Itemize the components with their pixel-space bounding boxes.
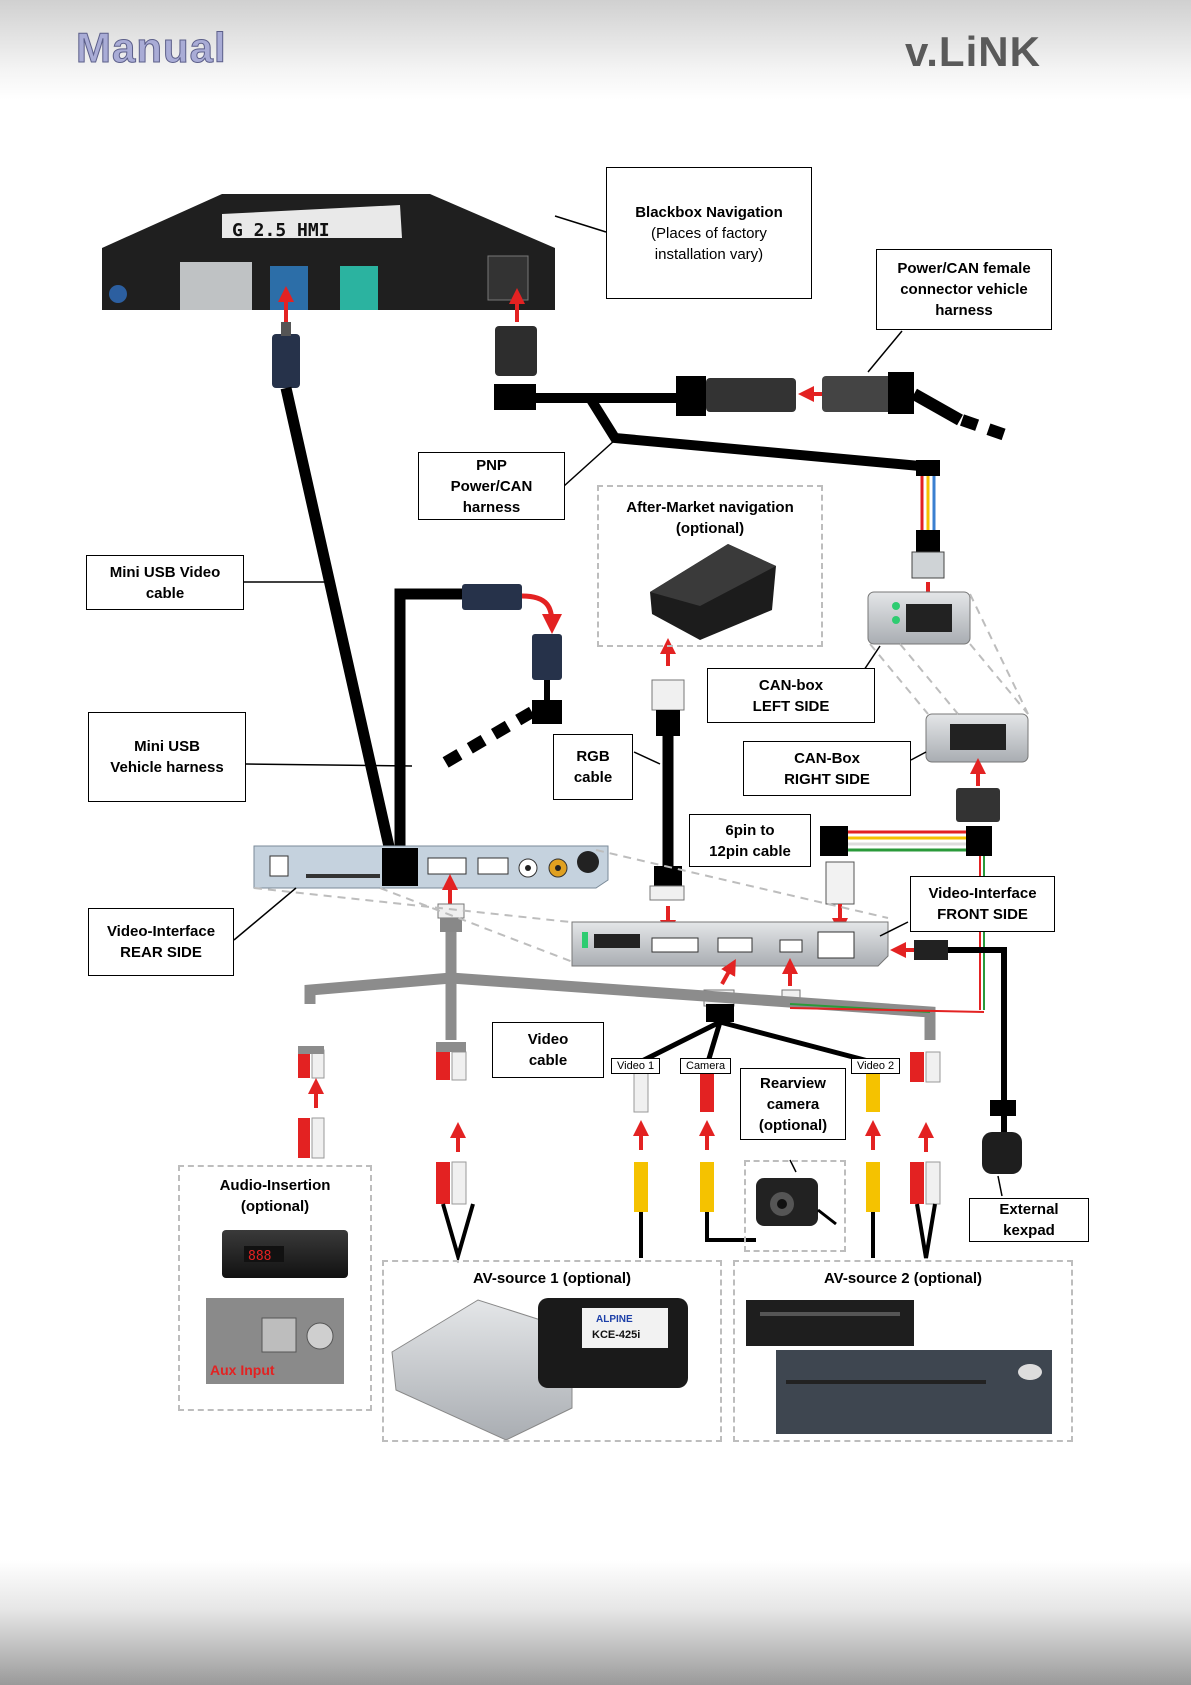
rca-camera-male	[700, 1162, 756, 1242]
video-interface-rear-photo	[253, 845, 609, 889]
av-source-2-box: AV-source 2 (optional)	[733, 1260, 1073, 1442]
canbox-left-label: CAN-box LEFT SIDE	[707, 668, 875, 723]
rca-video2-female	[866, 1064, 880, 1112]
blackbox-navigation-label: Blackbox Navigation (Places of factory i…	[606, 167, 812, 299]
aux-input-label: Aux Input	[210, 1362, 275, 1378]
aftermarket-nav-device	[650, 544, 776, 640]
rca-audio-insert-female	[298, 1046, 325, 1079]
pnp-harness-label: PNP Power/CAN harness	[418, 452, 565, 520]
rgb-cable-label: RGB cable	[553, 734, 633, 800]
rca-av2-audio-male	[910, 1161, 941, 1259]
av-source-2-title: AV-source 2 (optional)	[823, 1270, 983, 1287]
alpine-model-text: KCE-425i	[592, 1329, 640, 1341]
rca-av1-audio-female	[436, 1042, 467, 1081]
canbox-right-label: CAN-Box RIGHT SIDE	[743, 741, 911, 796]
aftermarket-nav-title: After-Market navigation (optional)	[626, 499, 794, 537]
rearview-camera-label: Rearview camera (optional)	[740, 1068, 846, 1140]
footer-band	[0, 1560, 1191, 1685]
av-source-2-photo	[746, 1300, 1052, 1434]
rca-av2-audio-female	[910, 1051, 941, 1083]
canbox-right-photo	[925, 713, 1029, 763]
video-interface-rear-label: Video-Interface REAR SIDE	[88, 908, 234, 976]
aftermarket-nav-box: After-Market navigation (optional)	[597, 485, 823, 647]
rearview-camera-photo	[756, 1178, 837, 1226]
rca-av1-audio-male	[436, 1161, 475, 1264]
amp-display-text: 888	[248, 1249, 271, 1264]
av-source-1-box: AV-source 1 (optional)	[382, 1260, 722, 1442]
aux-input-photo	[206, 1298, 344, 1384]
mini-usb-video-label: Mini USB Video cable	[86, 555, 244, 610]
rca-video1-male	[634, 1162, 648, 1258]
power-can-female-label: Power/CAN female connector vehicle harne…	[876, 249, 1052, 330]
video1-tag: Video 1	[611, 1058, 661, 1074]
audio-insertion-box: Audio-Insertion (optional)	[178, 1165, 372, 1411]
blackbox-subtitle: (Places of factory installation vary)	[651, 224, 767, 263]
av-source-1-photo: ALPINE KCE-425i	[391, 1298, 688, 1441]
mini-usb-vehicle-label: Mini USB Vehicle harness	[88, 712, 246, 802]
video-cable-label: Video cable	[492, 1022, 604, 1078]
brand-logo: v.LiNK	[905, 28, 1041, 75]
av-source-1-title: AV-source 1 (optional)	[472, 1270, 632, 1287]
header-band	[0, 0, 1191, 100]
rca-audio-insert-male	[298, 1117, 325, 1159]
six-pin-cable-label: 6pin to 12pin cable	[689, 814, 811, 867]
external-keypad-label: External kexpad	[969, 1198, 1089, 1242]
alpine-brand-text: ALPINE	[596, 1314, 633, 1325]
camera-tag: Camera	[680, 1058, 732, 1074]
canbox-left-photo	[867, 591, 971, 645]
rca-camera-female	[700, 1064, 714, 1112]
audio-amp-photo: 888	[222, 1230, 348, 1278]
audio-insertion-title: Audio-Insertion (optional)	[219, 1177, 331, 1215]
video-interface-front-label: Video-Interface FRONT SIDE	[910, 876, 1055, 932]
blackbox-navigation-unit: G 2.5 HMI	[102, 194, 555, 310]
rearview-camera-box	[744, 1160, 846, 1252]
video-interface-front-photo	[571, 921, 889, 967]
manual-logo: Manual	[76, 24, 227, 72]
rca-video2-male	[866, 1162, 880, 1258]
video2-tag: Video 2	[851, 1058, 901, 1074]
hmi-text: G 2.5 HMI	[232, 220, 330, 241]
blackbox-title: Blackbox Navigation	[635, 203, 783, 221]
